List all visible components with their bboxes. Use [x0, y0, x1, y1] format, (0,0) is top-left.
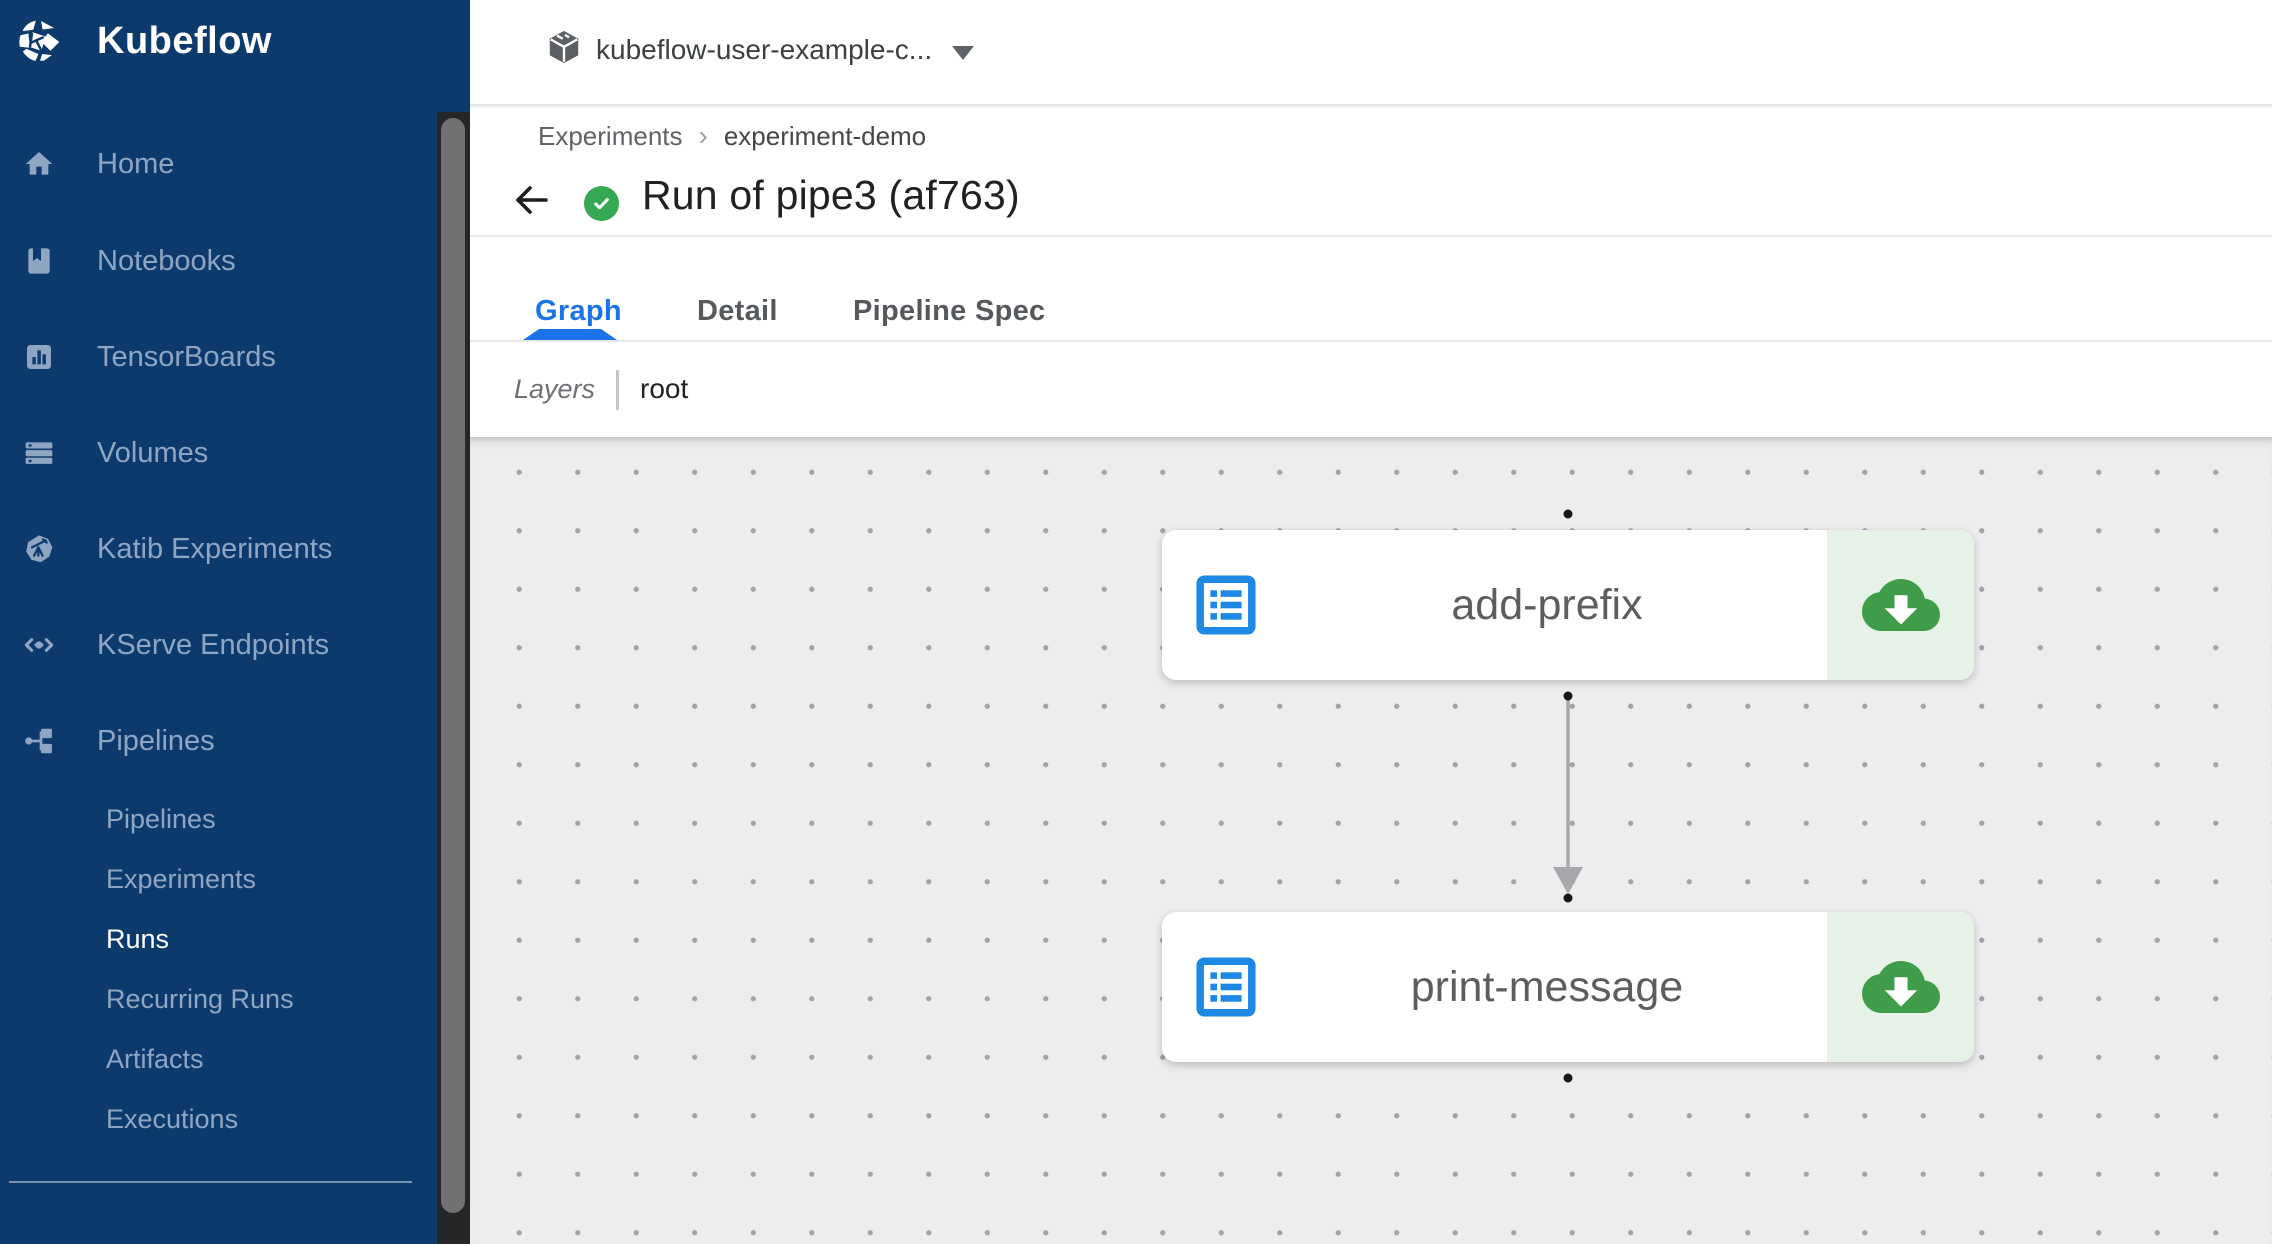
back-arrow-icon[interactable] — [510, 180, 550, 220]
page-title: Run of pipe3 (af763) — [642, 172, 1020, 218]
namespace-bar: kubeflow-user-example-c... — [470, 0, 2272, 122]
main-content: kubeflow-user-example-c... Experiments ›… — [470, 0, 2272, 1244]
run-header: Experiments › experiment-demo Run of pip… — [470, 108, 2272, 237]
package-icon — [545, 28, 583, 66]
task-list-icon — [1190, 951, 1262, 1023]
sidebar-scrollbar-thumb[interactable] — [441, 118, 465, 1213]
kserve-icon — [23, 629, 55, 661]
sidebar-item-notebooks[interactable]: Notebooks — [0, 213, 437, 309]
sidebar-subitem-experiments[interactable]: Experiments — [106, 863, 257, 894]
namespace-selector[interactable]: kubeflow-user-example-c... — [596, 34, 933, 65]
caret-down-icon[interactable] — [952, 46, 974, 60]
sidebar-item-volumes[interactable]: Volumes — [0, 405, 437, 501]
artifact-button-print-message[interactable] — [1827, 912, 1974, 1062]
graph-node-add-prefix[interactable]: add-prefix — [1162, 530, 1974, 680]
tab-pipeline-spec[interactable]: Pipeline Spec — [853, 295, 1046, 327]
sidebar-subitem-artifacts[interactable]: Artifacts — [106, 1043, 204, 1074]
cloud-download-icon — [1861, 961, 1940, 1013]
breadcrumb-experiment-demo[interactable]: experiment-demo — [723, 120, 927, 151]
node-label: add-prefix — [1451, 581, 1643, 629]
breadcrumb-experiments[interactable]: Experiments — [538, 120, 683, 151]
sidebar-item-pipelines[interactable]: Pipelines — [0, 693, 437, 789]
pipeline-graph-canvas[interactable]: add-prefix — [470, 437, 2272, 1244]
sidebar-item-tensorboards[interactable]: TensorBoards — [0, 309, 437, 405]
kubeflow-logo-icon — [14, 16, 64, 66]
node-label: print-message — [1410, 963, 1684, 1011]
notebook-icon — [23, 245, 55, 277]
sidebar-subitem-pipelines[interactable]: Pipelines — [106, 803, 216, 834]
layers-label: Layers — [514, 374, 596, 404]
active-tab-indicator — [523, 329, 617, 340]
brand-name: Kubeflow — [97, 19, 272, 62]
katib-icon — [23, 533, 55, 565]
layers-root-breadcrumb[interactable]: root — [640, 373, 689, 404]
breadcrumb: Experiments › experiment-demo — [538, 120, 926, 152]
edge-arrowhead-icon — [1553, 867, 1583, 894]
tab-graph[interactable]: Graph — [535, 295, 622, 327]
layers-bar: Layers root — [470, 344, 2272, 437]
sidebar-subitem-recurring-runs[interactable]: Recurring Runs — [106, 983, 294, 1014]
layers-separator — [616, 370, 619, 410]
sidebar-item-home[interactable]: Home — [0, 116, 437, 212]
artifact-button-add-prefix[interactable] — [1827, 530, 1974, 680]
node-port-add-prefix-top — [1563, 509, 1573, 519]
home-icon — [23, 148, 55, 180]
node-port-print-message-bottom — [1563, 1073, 1573, 1083]
node-port-print-message-top — [1563, 893, 1573, 903]
volumes-icon — [23, 437, 55, 469]
breadcrumb-separator-icon: › — [698, 120, 708, 151]
sidebar-subitem-executions[interactable]: Executions — [106, 1103, 239, 1134]
pipelines-icon — [23, 725, 55, 757]
sidebar-subitem-runs[interactable]: Runs — [106, 923, 170, 954]
node-port-add-prefix-bottom — [1563, 691, 1573, 701]
kubeflow-logo[interactable]: Kubeflow — [0, 6, 470, 76]
tensorboard-icon — [23, 341, 55, 373]
task-list-icon — [1190, 569, 1262, 641]
success-check-icon — [584, 186, 619, 221]
sidebar-item-kserve-endpoints[interactable]: KServe Endpoints — [0, 597, 437, 693]
cloud-download-icon — [1861, 579, 1940, 631]
sidebar-item-katib-experiments[interactable]: Katib Experiments — [0, 501, 437, 597]
tab-detail[interactable]: Detail — [697, 295, 778, 327]
tab-bar: Graph Detail Pipeline Spec — [470, 239, 2272, 342]
graph-node-print-message[interactable]: print-message — [1162, 912, 1974, 1062]
sidebar-scrollbar-track[interactable] — [437, 112, 470, 1244]
sidebar-divider — [9, 1181, 412, 1183]
sidebar: Kubeflow Home Notebooks TensorBoards — [0, 0, 470, 1244]
